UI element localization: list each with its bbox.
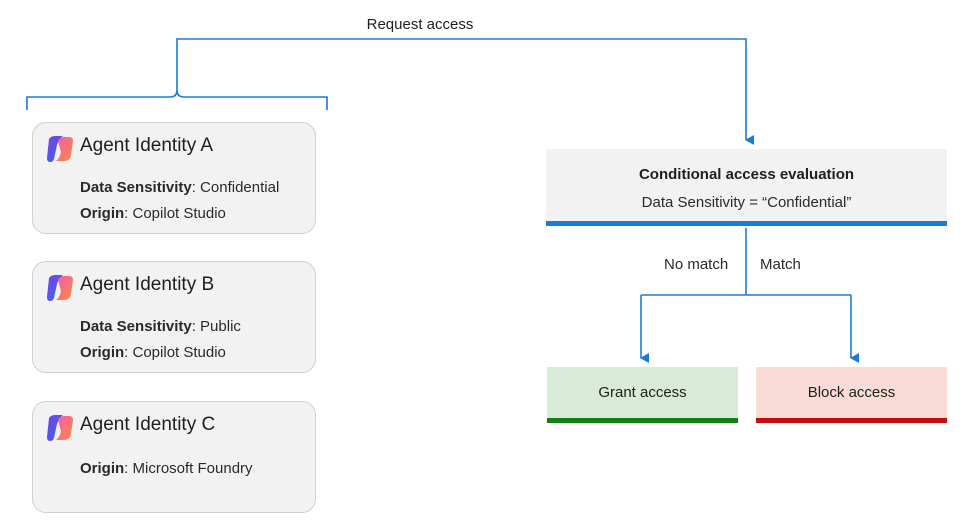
copilot-studio-logo-icon	[47, 136, 73, 162]
conditional-access-evaluation-box: Conditional access evaluation Data Sensi…	[546, 149, 947, 226]
attribute-key: Data Sensitivity	[80, 179, 192, 196]
match-label: Match	[760, 256, 801, 273]
attribute-key: Data Sensitivity	[80, 318, 192, 335]
copilot-studio-logo-icon	[47, 415, 73, 441]
attribute-key: Origin	[80, 344, 125, 361]
attribute-key: Origin	[80, 460, 125, 477]
agent-attribute-row: Origin: Copilot Studio	[80, 205, 226, 222]
attribute-value: : Copilot Studio	[124, 344, 226, 361]
agent-card-c: Agent Identity C Origin: Microsoft Found…	[32, 401, 316, 513]
agent-title: Agent Identity A	[80, 135, 214, 156]
block-access-box: Block access	[756, 367, 947, 423]
agent-group-bracket	[26, 89, 328, 110]
attribute-key: Origin	[80, 205, 125, 222]
agent-title: Agent Identity B	[80, 274, 215, 295]
attribute-value: : Confidential	[191, 179, 280, 196]
agent-card-b: Agent Identity B Data Sensitivity: Publi…	[32, 261, 316, 373]
attribute-value: : Public	[191, 318, 241, 335]
grant-access-box: Grant access	[547, 367, 738, 423]
copilot-studio-logo-icon	[47, 275, 73, 301]
no-match-label: No match	[664, 256, 729, 273]
evaluation-title: Conditional access evaluation	[638, 166, 855, 183]
attribute-value: : Copilot Studio	[124, 205, 226, 222]
agent-attribute-row: Data Sensitivity: Public	[80, 318, 241, 335]
agent-attribute-row: Origin: Microsoft Foundry	[80, 460, 253, 477]
evaluation-condition: Data Sensitivity = “Confidential”	[641, 194, 852, 211]
attribute-value: : Microsoft Foundry	[124, 460, 253, 477]
agent-title: Agent Identity C	[80, 414, 216, 435]
agent-attribute-row: Data Sensitivity: Confidential	[80, 179, 279, 196]
agent-card-a: Agent Identity A Data Sensitivity: Confi…	[32, 122, 316, 234]
request-access-label: Request access	[366, 16, 474, 33]
agent-attribute-row: Origin: Copilot Studio	[80, 344, 226, 361]
